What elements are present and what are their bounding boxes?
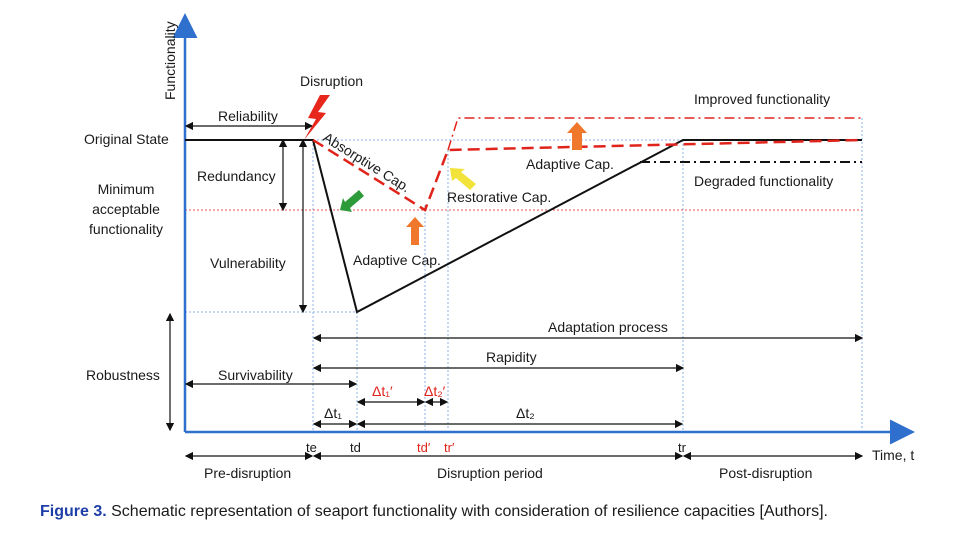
tick-te: te [306, 440, 317, 455]
adaptive-curve [312, 138, 863, 212]
rapidity-label: Rapidity [486, 349, 537, 365]
tick-td: td [350, 440, 361, 455]
adaptive-cap-bottom-label: Adaptive Cap. [353, 252, 441, 268]
tick-td-prime: td′ [417, 440, 431, 455]
arrow-restorative-yellow-icon [450, 168, 476, 190]
improved-functionality-label: Improved functionality [694, 91, 830, 107]
pre-disruption-label: Pre-disruption [204, 465, 291, 481]
x-axis-label: Time, t [872, 447, 914, 463]
vulnerability-label: Vulnerability [210, 255, 286, 271]
minimum-label-line3: functionality [89, 221, 163, 237]
functionality-curve [185, 139, 862, 314]
redundancy-label: Redundancy [197, 168, 276, 184]
delta-t1-prime-label: Δt₁′ [372, 383, 393, 399]
guide-lines [185, 118, 863, 430]
restorative-cap-label: Restorative Cap. [447, 189, 551, 205]
arrow-adaptive-up-icon [406, 217, 424, 245]
post-disruption-label: Post-disruption [719, 465, 812, 481]
tick-tr: tr [678, 440, 687, 455]
disruption-label: Disruption [300, 73, 363, 89]
original-state-label: Original State [84, 131, 169, 147]
absorptive-cap-label: Absorptive Cap. [320, 129, 413, 195]
lightning-bolt-icon [304, 95, 330, 140]
y-axis-label: Functionality [162, 21, 178, 100]
reliability-label: Reliability [218, 108, 278, 124]
delta-t2-label: Δt₂ [516, 405, 535, 421]
figure-label: Figure 3. [40, 503, 107, 520]
delta-t2-prime-label: Δt₂′ [424, 383, 446, 399]
adaptation-process-label: Adaptation process [548, 319, 668, 335]
tick-tr-prime: tr′ [444, 440, 455, 455]
survivability-label: Survivability [218, 367, 293, 383]
degraded-functionality-label: Degraded functionality [694, 173, 833, 189]
arrow-adaptive-top-icon [567, 122, 587, 150]
improved-functionality-line [447, 117, 862, 151]
minimum-label-line1: Minimum [98, 181, 155, 197]
robustness-label: Robustness [86, 367, 160, 383]
minimum-label-line2: acceptable [92, 201, 160, 217]
measurement-arrows [165, 121, 864, 461]
caption-text: Schematic representation of seaport func… [106, 503, 828, 520]
disruption-period-label: Disruption period [437, 465, 543, 481]
figure-caption: Figure 3. Schematic representation of se… [40, 503, 828, 521]
arrow-absorptive-green-icon [340, 190, 364, 212]
adaptive-cap-top-label: Adaptive Cap. [526, 156, 614, 172]
delta-t1-label: Δt₁ [324, 405, 342, 421]
